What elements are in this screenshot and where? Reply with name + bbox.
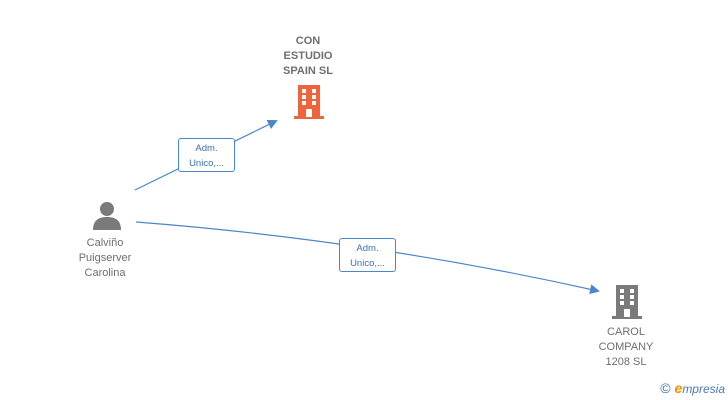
person-icon[interactable] — [92, 200, 122, 230]
brand-text: mpresia — [682, 382, 725, 396]
person-label-calvino[interactable]: Calviño Puigserver Carolina — [55, 236, 155, 281]
building-icon[interactable] — [293, 84, 325, 120]
label-line: ESTUDIO — [283, 50, 333, 62]
company-label-con-estudio[interactable]: CON ESTUDIO SPAIN SL — [258, 34, 358, 79]
edge-label-line: Adm. — [195, 143, 218, 154]
building-icon[interactable] — [611, 284, 643, 320]
edge-label-adm-unico[interactable]: Adm. Unico,... — [339, 238, 396, 272]
edge-label-line: Unico,... — [189, 158, 224, 169]
label-line: Calviño — [86, 237, 124, 249]
label-line: CON — [295, 35, 321, 47]
brand-logo[interactable]: empresia — [675, 380, 725, 396]
label-line: COMPANY — [598, 341, 654, 353]
label-line: Puigserver — [78, 252, 132, 264]
label-line: SPAIN SL — [283, 65, 333, 77]
company-label-carol-company[interactable]: CAROL COMPANY 1208 SL — [576, 325, 676, 370]
edge-label-line: Adm. — [356, 243, 379, 254]
label-line: 1208 SL — [605, 356, 647, 368]
label-line: CAROL — [607, 326, 645, 338]
edge-label-adm-unico[interactable]: Adm. Unico,... — [178, 138, 235, 172]
copyright-symbol: © — [660, 380, 671, 396]
edge-label-line: Unico,... — [350, 258, 385, 269]
label-line: Carolina — [84, 267, 126, 279]
brand-e: e — [674, 380, 683, 396]
footer-brand: © empresia — [660, 380, 725, 396]
